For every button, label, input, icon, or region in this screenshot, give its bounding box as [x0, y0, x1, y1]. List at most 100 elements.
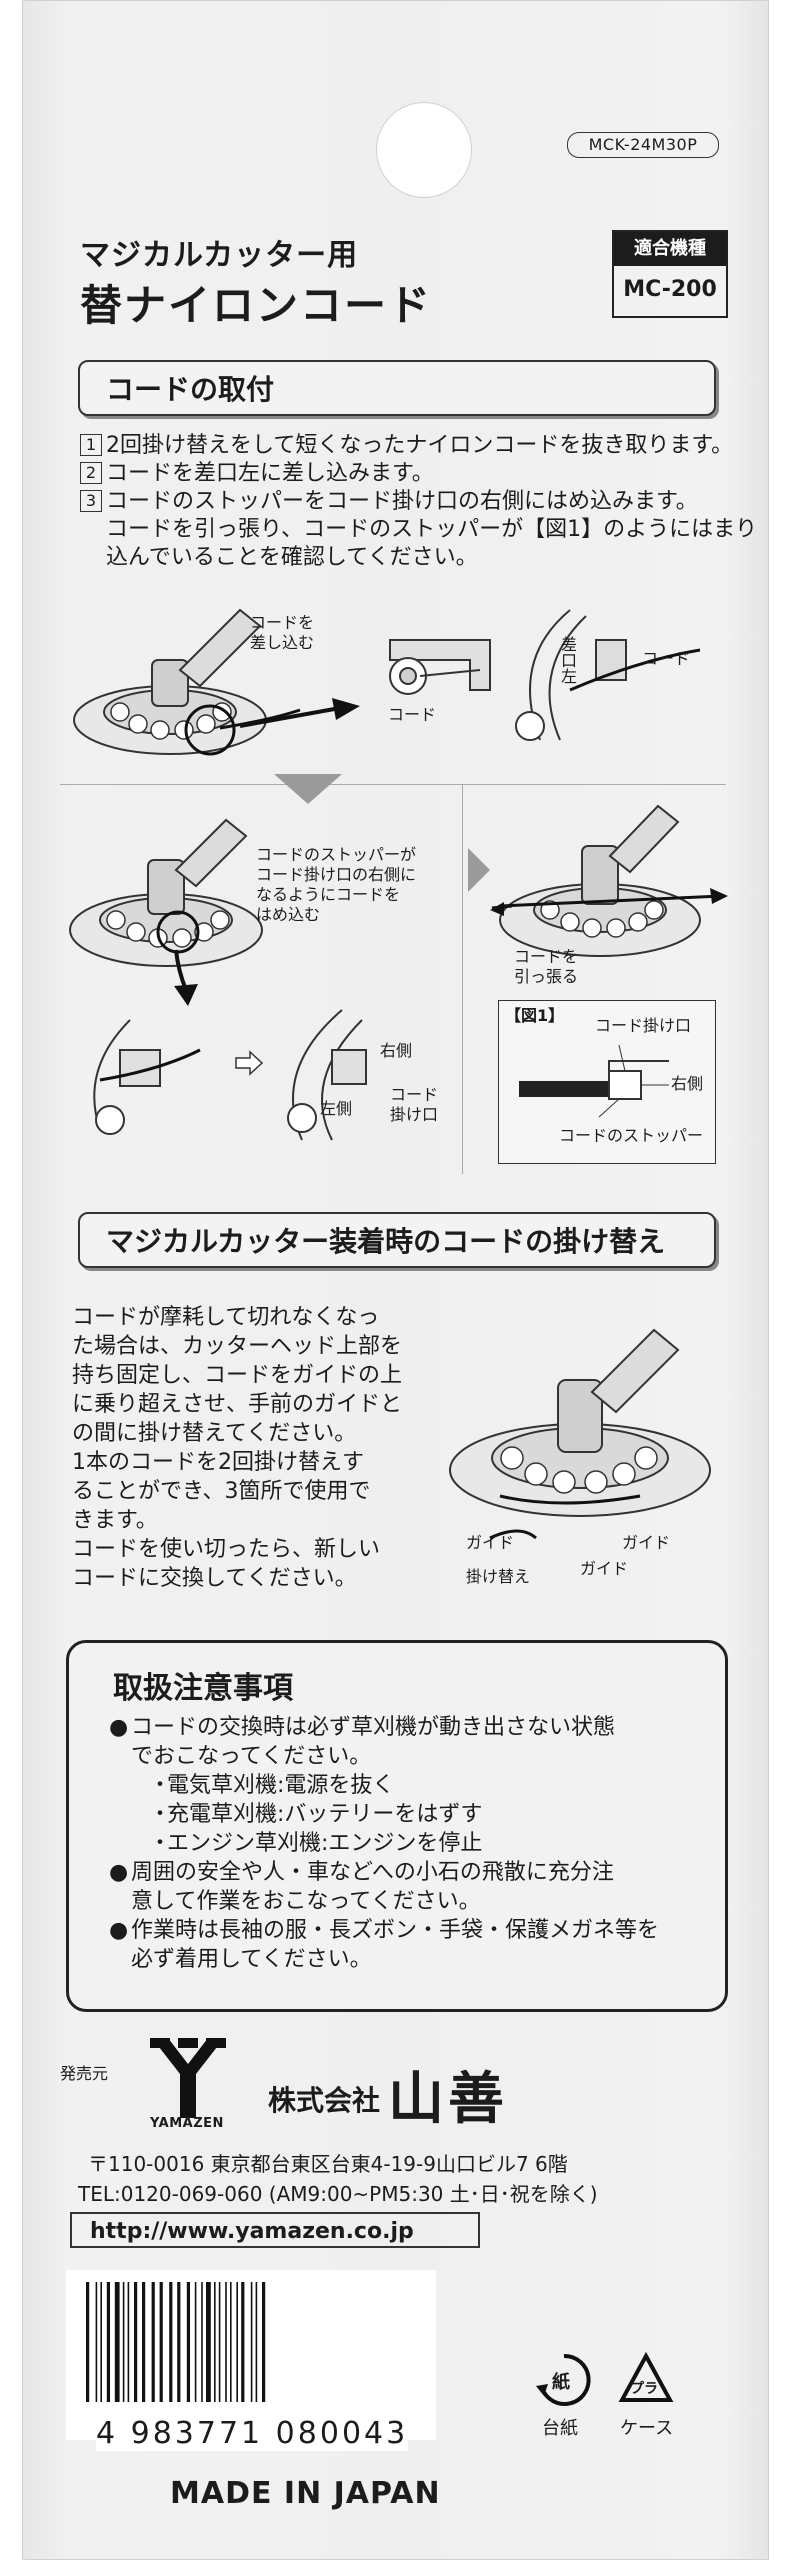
barcode-bar [236, 2282, 238, 2402]
install-steps: 1 2回掛け替えをして短くなったナイロンコードを抜き取ります。 2 コードを差口… [80, 432, 757, 572]
barcode-bar [127, 2282, 130, 2402]
paper-recycle-icon [536, 2353, 591, 2406]
caution-line: コードの交換時は必ず草刈機が動き出さない状態 [131, 1715, 616, 1740]
company-url: http://www.yamazen.co.jp [70, 2212, 480, 2248]
hook-seated-illustration [287, 1009, 367, 1141]
bullet: ● [109, 1918, 129, 1943]
label-insert-2: 差し込む [250, 633, 315, 652]
label-sashiguchi: 差口左 [558, 636, 577, 684]
barcode-bar [122, 2282, 125, 2402]
company-brand: 山善 [388, 2067, 509, 2132]
cutter-head-insert-illustration [73, 608, 360, 756]
model-code: MCK-24M30P [567, 132, 719, 158]
compatible-model-box: 適合機種 MC-200 [612, 230, 728, 318]
step-3: 3 コードのストッパーをコード掛け口の右側にはめ込みます。 [80, 488, 757, 516]
barcode-bar [114, 2282, 120, 2402]
stopper-closeup-illustration [389, 639, 491, 695]
stopper-insert-illustration [515, 609, 701, 741]
caution-subitem: ・ エンジン草刈機:エンジンを停止 [109, 1829, 709, 1858]
barcode-bar [134, 2282, 138, 2402]
compat-model: MC-200 [623, 277, 717, 302]
figure-stopper: コードのストッパー [559, 1126, 704, 1145]
bullet: ・ [149, 1831, 172, 1856]
label-stopper-1: コードのストッパーが [256, 845, 417, 864]
stopper-seat-illustration [69, 818, 263, 1006]
step-number: 1 [80, 434, 102, 456]
body-line: ることができ、3箇所で使用で [72, 1479, 371, 1504]
plastic-recycle-icon [618, 2352, 674, 2402]
rehook-illustration [449, 1328, 711, 1540]
body-line: 持ち固定し、コードをガイドの上 [72, 1363, 403, 1388]
figure-kakeguchi: コード掛け口 [595, 1016, 692, 1035]
label-code-1: コード [388, 705, 437, 724]
body-line: た場合は、カッターヘッド上部を [72, 1334, 403, 1359]
body-line: コードを使い切ったら、新しい [72, 1537, 381, 1562]
caution-line: でおこなってください。 [131, 1744, 372, 1769]
step-1: 1 2回掛け替えをして短くなったナイロンコードを抜き取ります。 [80, 432, 757, 460]
product-subtitle: マジカルカッター用 [80, 238, 359, 273]
barcode [66, 2270, 436, 2440]
barcode-bar [206, 2282, 211, 2402]
stopper-hook-illustration [93, 1019, 201, 1135]
bullet: ・ [149, 1773, 172, 1798]
caution-line: 周囲の安全や人・車などへの小石の飛散に充分注 [131, 1860, 614, 1885]
caution-line: エンジン草刈機:エンジンを停止 [167, 1831, 483, 1856]
caution-line: 電気草刈機:電源を抜く [167, 1773, 395, 1798]
barcode-bar [255, 2282, 258, 2402]
caution-line: 意して作業をおこなってください。 [131, 1889, 481, 1914]
label-right-side: 右側 [380, 1041, 413, 1060]
section-heading-rehook: マジカルカッター装着時のコードの掛け替え [78, 1212, 716, 1268]
label-pull-2: 引っ張る [514, 967, 579, 986]
hang-hole [376, 102, 472, 198]
company-name: 株式会社山善 [268, 2054, 508, 2135]
barcode-bar [169, 2282, 173, 2402]
label-stopper-3: なるようにコードを [256, 885, 401, 904]
caution-subitem: ・ 電気草刈機:電源を抜く [109, 1771, 709, 1800]
section-heading-install: コードの取付 [78, 360, 716, 416]
step-3-cont: コードを引っ張り、コードのストッパーが【図1】のようにはまり [106, 517, 758, 542]
step-text: コードを差口左に差し込みます。 [106, 461, 434, 486]
step-3-cont: 込んでいることを確認してください。 [106, 545, 478, 570]
body-line: きます。 [72, 1508, 158, 1533]
step-number: 3 [80, 490, 102, 512]
arrow-down-icon [274, 774, 342, 804]
compat-header: 適合機種 [614, 232, 726, 266]
caution-item: ● 周囲の安全や人・車などへの小石の飛散に充分注意して作業をおこなってください。 [109, 1858, 709, 1916]
label-kakekae: 掛け替え [466, 1567, 531, 1586]
barcode-bar [142, 2282, 146, 2402]
label-insert-1: コードを [250, 613, 315, 632]
label-code-2: コード [642, 649, 691, 668]
arrow-right-outline-icon [235, 1050, 264, 1076]
barcode-bar [186, 2282, 190, 2402]
step-text: コードのストッパーをコード掛け口の右側にはめ込みます。 [106, 489, 698, 514]
figure-1-label: 【図1】 [505, 1006, 565, 1025]
caution-line: 充電草刈機:バッテリーをはずす [167, 1802, 483, 1827]
paper-label: 台紙 [542, 2418, 578, 2439]
arrow-right-icon [468, 848, 490, 892]
barcode-number: 4 983771 080043 [96, 2416, 409, 2451]
yamazen-logo [150, 2038, 226, 2118]
body-line: に乗り超えさせ、手前のガイドと [72, 1392, 403, 1417]
label-code-3: コード [390, 1085, 439, 1104]
barcode-bar [177, 2282, 181, 2402]
company-tel: TEL:0120-069-060 (AM9:00~PM5:30 土･日･祝を除く… [78, 2182, 598, 2206]
caution-heading: 取扱注意事項 [113, 1671, 293, 1706]
barcode-bar [262, 2282, 266, 2402]
label-stopper-4: はめ込む [256, 905, 321, 924]
caution-box: 取扱注意事項 ● コードの交換時は必ず草刈機が動き出さない状態でおこなってくださ… [66, 1640, 728, 2012]
company-address: 〒110-0016 東京都台東区台東4-19-9山口ビル7 6階 [88, 2152, 568, 2176]
barcode-bar [250, 2282, 253, 2402]
barcode-bar [214, 2282, 216, 2402]
caution-subitem: ・ 充電草刈機:バッテリーをはずす [109, 1800, 709, 1829]
rehook-instructions: コードが摩耗して切れなくなっ た場合は、カッターヘッド上部を 持ち固定し、コード… [72, 1303, 432, 1593]
caution-line: 作業時は長袖の服・長ズボン・手袋・保護メガネ等を [131, 1918, 660, 1943]
barcode-bar [159, 2282, 163, 2402]
label-guide-1: ガイド [466, 1533, 515, 1552]
divider [462, 784, 463, 1174]
body-line: コードが摩耗して切れなくなっ [72, 1305, 380, 1330]
label-kakeguchi: 掛け口 [390, 1105, 439, 1124]
seller-label: 発売元 [60, 2064, 109, 2083]
divider [60, 784, 726, 785]
barcode-bar [218, 2282, 221, 2402]
caution-item: ● 作業時は長袖の服・長ズボン・手袋・保護メガネ等を必ず着用してください。 [109, 1916, 709, 1974]
